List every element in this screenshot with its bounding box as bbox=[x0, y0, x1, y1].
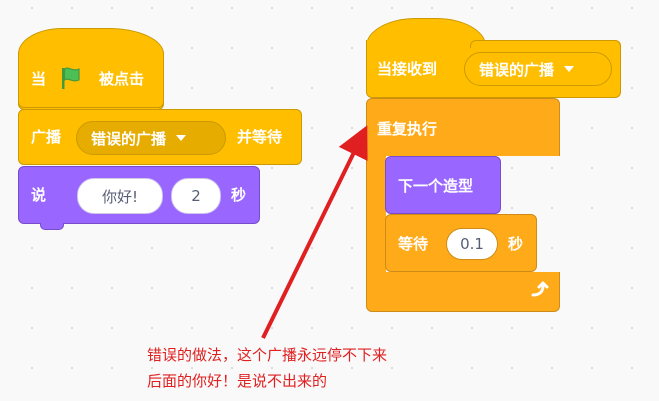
annotation-line-2: 后面的你好！是说不出来的 bbox=[147, 372, 328, 390]
block-notch bbox=[40, 223, 64, 230]
when-i-receive-top-edge bbox=[470, 40, 621, 48]
wait-seconds-label: 秒 bbox=[508, 235, 524, 253]
say-label: 说 bbox=[31, 186, 47, 204]
when-receive-label: 当接收到 bbox=[377, 60, 438, 78]
broadcast-message-dropdown[interactable]: 错误的广播 bbox=[76, 121, 226, 155]
say-for-secs-block[interactable]: 说 你好! 2 秒 bbox=[18, 166, 260, 224]
wait-block[interactable]: 等待 0.1 秒 bbox=[385, 214, 537, 272]
broadcast-message-value: 错误的广播 bbox=[91, 129, 167, 148]
when-i-receive-block[interactable]: 当接收到 错误的广播 bbox=[366, 40, 621, 98]
say-seconds-label: 秒 bbox=[231, 186, 247, 204]
wait-seconds-input[interactable]: 0.1 bbox=[446, 228, 498, 260]
dropdown-caret-icon bbox=[564, 66, 575, 72]
when-flag-clicked-body[interactable]: 当 被点击 bbox=[18, 52, 164, 108]
dropdown-caret-icon bbox=[176, 135, 187, 141]
next-costume-block[interactable]: 下一个造型 bbox=[385, 156, 501, 214]
hat-clicked-label: 被点击 bbox=[99, 70, 145, 88]
loop-arrow-icon bbox=[529, 280, 549, 304]
forever-block[interactable]: 重复执行 bbox=[366, 98, 560, 156]
forever-block-bottom[interactable] bbox=[366, 272, 560, 312]
say-text-input[interactable]: 你好! bbox=[77, 178, 163, 214]
green-flag-icon bbox=[57, 65, 83, 95]
hat-when-label: 当 bbox=[31, 70, 47, 88]
broadcast-label: 广播 bbox=[31, 128, 62, 146]
wait-label: 等待 bbox=[398, 235, 429, 253]
receive-message-value: 错误的广播 bbox=[479, 60, 555, 79]
forever-label: 重复执行 bbox=[377, 120, 438, 138]
say-seconds-input[interactable]: 2 bbox=[171, 178, 221, 214]
forever-block-arm bbox=[366, 155, 386, 275]
receive-message-dropdown[interactable]: 错误的广播 bbox=[464, 52, 612, 86]
broadcast-and-wait-block[interactable]: 广播 错误的广播 并等待 bbox=[18, 109, 302, 165]
and-wait-label: 并等待 bbox=[237, 128, 283, 146]
next-costume-label: 下一个造型 bbox=[398, 177, 474, 195]
annotation-line-1: 错误的做法，这个广播永远停不下来 bbox=[147, 346, 388, 364]
